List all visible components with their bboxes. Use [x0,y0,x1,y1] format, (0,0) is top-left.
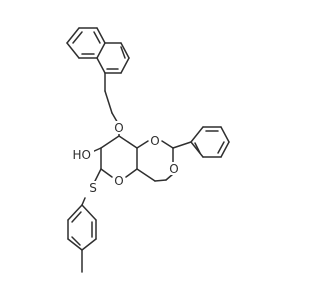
bond [81,238,97,251]
bond [96,57,106,74]
atom-labels: O HO O O O S [73,121,180,195]
bond [120,57,130,74]
bond [194,142,201,154]
bond [81,197,86,206]
bond [67,204,83,221]
bond [161,140,174,149]
bond [190,126,204,143]
bond [66,27,80,44]
bonds [66,27,230,273]
bond [100,135,120,149]
bond [96,42,106,59]
bond [220,126,230,143]
bond [71,236,81,246]
structure-canvas: O HO O O O S [66,27,230,273]
bond [118,135,138,149]
bond [72,31,83,44]
atom-label-acetal-oxygen-lower: O [169,162,178,176]
bond [172,141,192,149]
bond [93,31,101,44]
bond [136,140,149,149]
bond [120,42,130,59]
bond [190,141,204,158]
bond [104,90,113,114]
bond [217,141,225,154]
atom-label-thioether-sulfur: S [89,181,97,195]
bond [71,211,82,223]
atom-label-pyranose-ring-oxygen: O [114,174,123,188]
bond [67,238,83,251]
bond [220,141,230,158]
bond [100,168,113,178]
chemical-structure: O HO O O O S [66,27,230,273]
bond [96,27,106,44]
bond [66,42,80,59]
atom-label-naphthylmethoxy-oxygen: O [114,121,123,135]
bond [125,168,138,178]
bond [81,204,97,221]
atom-label-acetal-oxygen-upper: O [150,134,159,148]
bond [136,168,156,182]
bond [94,168,102,182]
bond [120,46,126,59]
atom-label-hydroxyl: HO [73,148,91,162]
bond [154,179,167,182]
